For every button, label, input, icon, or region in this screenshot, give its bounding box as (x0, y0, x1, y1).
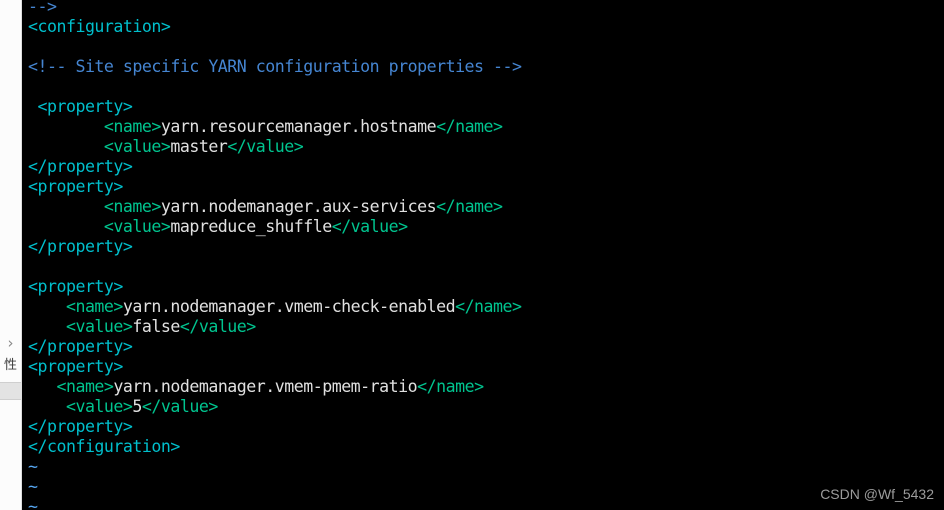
code-line: </property> (28, 237, 133, 256)
code-line: <name>yarn.nodemanager.vmem-pmem-ratio</… (28, 377, 484, 396)
code-line: <name>yarn.nodemanager.vmem-check-enable… (28, 297, 522, 316)
code-line: </property> (28, 157, 133, 176)
code-line: </property> (28, 417, 133, 436)
code-line (28, 37, 944, 57)
code-line: <property> (28, 177, 123, 196)
code-lines-container: --><configuration> <!-- Site specific YA… (28, 0, 944, 510)
code-line: <value>false</value> (28, 317, 256, 336)
code-line: <!-- Site specific YARN configuration pr… (28, 57, 522, 76)
code-line: <property> (28, 277, 123, 296)
code-line: <configuration> (28, 17, 171, 36)
code-line: --> (28, 0, 57, 16)
code-line: <value>5</value> (28, 397, 218, 416)
code-line: <property> (28, 357, 123, 376)
code-line: <value>mapreduce_shuffle</value> (28, 217, 408, 236)
terminal-editor-area[interactable]: --><configuration> <!-- Site specific YA… (22, 0, 944, 510)
code-line: <property> (28, 97, 133, 116)
code-line: ~ (28, 457, 38, 476)
code-line (28, 77, 944, 97)
side-panel-tab-label[interactable]: 性 (3, 358, 17, 373)
collapsed-side-panel: › 性 (0, 0, 22, 510)
side-panel-collapsed-block (0, 382, 21, 400)
chevron-right-icon[interactable]: › (7, 334, 14, 352)
csdn-watermark: CSDN @Wf_5432 (820, 486, 934, 502)
code-line: <name>yarn.nodemanager.aux-services</nam… (28, 197, 503, 216)
code-line: ~ (28, 497, 38, 510)
code-line (28, 257, 944, 277)
code-line: </property> (28, 337, 133, 356)
code-line: ~ (28, 477, 38, 496)
code-line: <name>yarn.resourcemanager.hostname</nam… (28, 117, 503, 136)
code-line: </configuration> (28, 437, 180, 456)
code-line: <value>master</value> (28, 137, 304, 156)
